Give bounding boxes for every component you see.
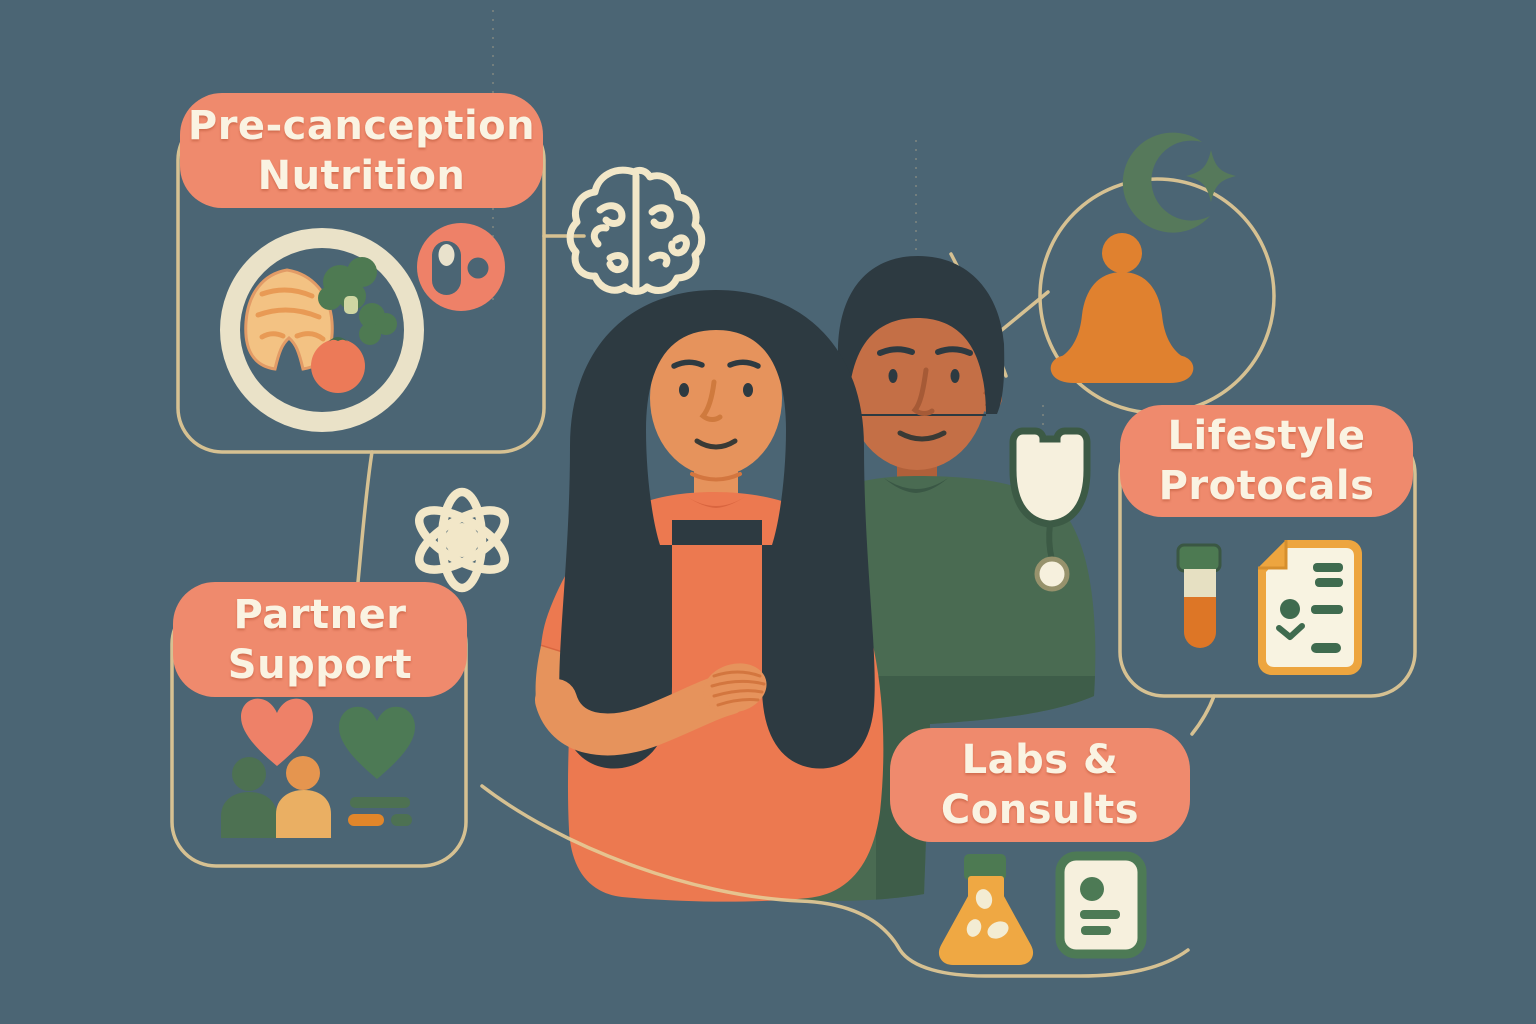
woman-hair (559, 290, 875, 769)
partner-person-orange (286, 756, 320, 790)
crescent-moon-icon (1122, 132, 1210, 233)
woman-mouth (694, 438, 738, 450)
man-mouth (897, 430, 947, 442)
label-line: Support (227, 641, 413, 688)
atom-icon (414, 487, 510, 593)
man-eye-right (950, 369, 960, 383)
partner-icons (221, 698, 415, 838)
woman-fingers (710, 670, 766, 707)
label-line: Nutrition (257, 152, 466, 199)
tomato-icon (311, 339, 365, 393)
labs-icons (939, 851, 1147, 965)
lifestyle-icons (1176, 540, 1362, 675)
woman-chin-line (690, 472, 742, 482)
woman-eye-left (679, 383, 689, 397)
test-tube-icon (1176, 543, 1222, 648)
woman-nose (699, 379, 723, 422)
woman-eyebrows (671, 359, 761, 369)
man-eye-left (888, 369, 898, 383)
label-line: Lifestyle (1167, 413, 1366, 459)
meditation-icon (1050, 233, 1194, 383)
woman-eye-right (743, 383, 753, 397)
lab-flask-icon (939, 854, 1033, 965)
partner-person-green (232, 757, 266, 791)
man-collar (884, 478, 948, 493)
label-partner-support: Partner Support (173, 582, 467, 697)
line-lifestyle-to-labs (1190, 694, 1216, 736)
coral-heart-icon (241, 698, 313, 766)
consult-card-icon (1055, 851, 1147, 959)
label-line: Labs & (961, 737, 1119, 783)
label-line: Protocals (1158, 463, 1375, 509)
brain-icon (566, 166, 706, 295)
supplement-icon (417, 223, 505, 311)
man-nose (911, 367, 935, 416)
nutrition-plate-icon (220, 228, 424, 432)
sleep-meditation-icons (1050, 132, 1236, 383)
woman-face (650, 320, 782, 476)
star-icon (1186, 150, 1236, 202)
stethoscope-icon (1009, 427, 1091, 592)
label-preconception-nutrition: Pre-canception Nutrition (180, 93, 543, 208)
protocol-document-icon (1258, 540, 1362, 675)
line-nutrition-to-partner (356, 450, 374, 584)
man-eyebrows (877, 346, 973, 356)
label-line: Partner (233, 591, 407, 638)
label-lifestyle-protocols: Lifestyle Protocals (1120, 405, 1413, 517)
man-hair (838, 256, 1005, 416)
label-line: Pre-canception (187, 102, 536, 149)
green-heart-icon (339, 706, 415, 779)
woman-forearm (535, 673, 749, 756)
